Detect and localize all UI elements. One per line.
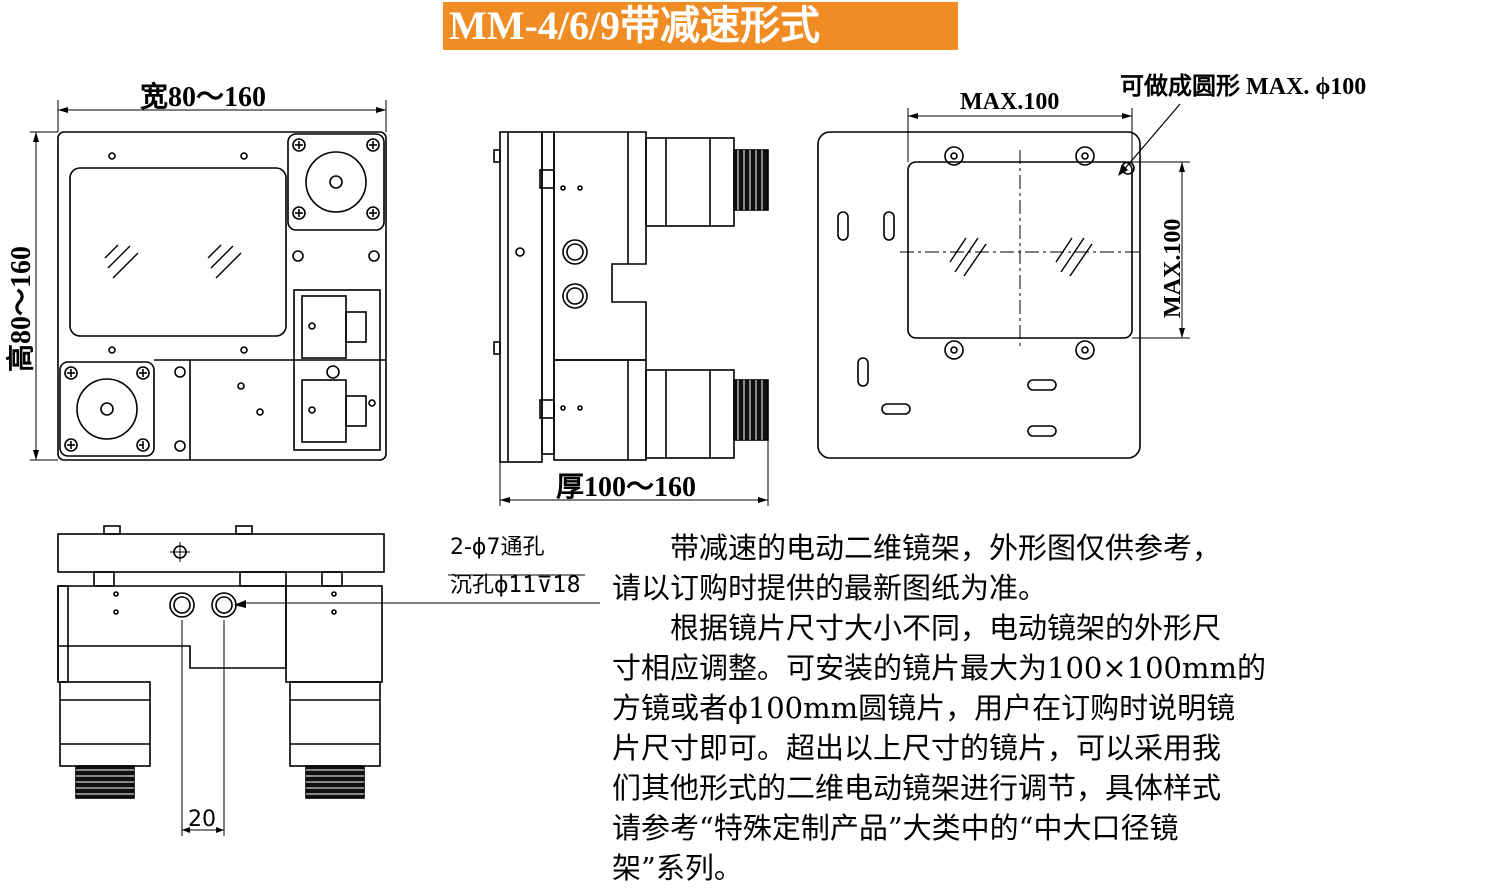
- page-title: MM-4/6/9带减速形式: [443, 2, 958, 50]
- description-line: 请以订购时提供的最新图纸为准。: [612, 571, 1048, 605]
- max-vertical-label: MAX.100: [1160, 219, 1186, 318]
- thickness-dimension-label: 厚100～160: [556, 472, 696, 503]
- description-line: 根据镜片尺寸大小不同，电动镜架的外形尺: [612, 611, 1222, 645]
- side-view: [493, 131, 769, 506]
- hole-spec-line1: 2-ϕ7通孔: [450, 535, 544, 560]
- width-dimension-label: 宽80～160: [140, 80, 266, 113]
- description-line: 片尺寸即可。超出以上尺寸的镜片，可以采用我: [612, 731, 1222, 765]
- description-line: 方镜或者ϕ100mm圆镜片，用户在订购时说明镜: [612, 691, 1236, 725]
- height-dimension-label: 高80～160: [5, 246, 37, 372]
- description-line: 寸相应调整。可安装的镜片最大为100×100mm的: [612, 651, 1267, 685]
- top-view: [57, 525, 600, 836]
- description-line: 架”系列。: [612, 851, 743, 885]
- hole-spec-line2: 沉孔ϕ11⊽18: [450, 573, 581, 598]
- description-line: 请参考“特殊定制产品”大类中的“中大口径镜: [612, 811, 1179, 845]
- round-note-label: 可做成圆形 MAX. ϕ100: [1120, 73, 1366, 100]
- spacing-dimension-label: 20: [188, 807, 216, 832]
- max-horizontal-label: MAX.100: [960, 89, 1059, 115]
- mirror-view: [817, 103, 1190, 459]
- description-line: 们其他形式的二维电动镜架进行调节，具体样式: [612, 771, 1222, 805]
- description-line: 带减速的电动二维镜架，外形图仅供参考，: [612, 531, 1222, 565]
- description-text: 带减速的电动二维镜架，外形图仅供参考， 请以订购时提供的最新图纸为准。 根据镜片…: [612, 528, 1492, 888]
- front-view: [30, 100, 387, 461]
